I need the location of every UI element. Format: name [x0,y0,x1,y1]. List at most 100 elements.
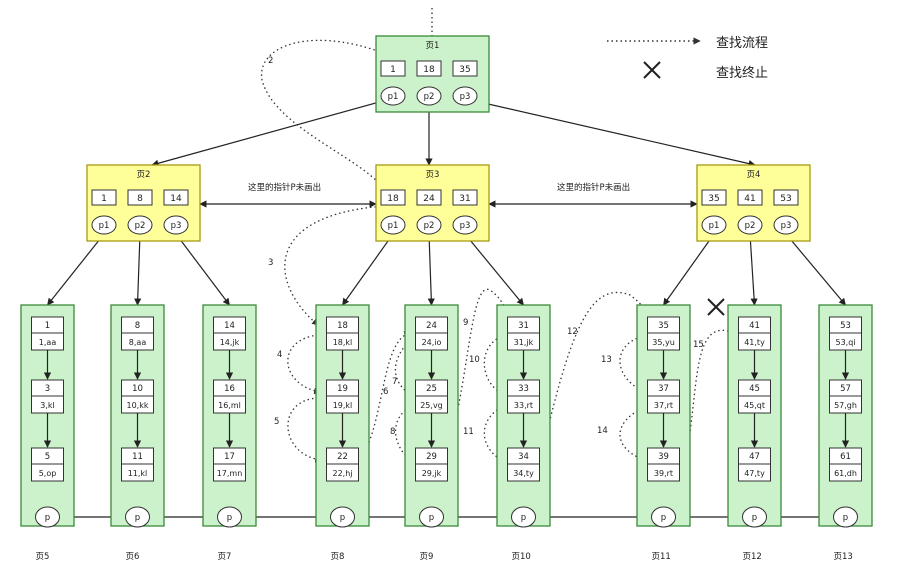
leaf-title: 页5 [36,552,50,562]
record-key: 34 [518,452,529,462]
key-label: 8 [137,194,143,204]
leaf-title: 页7 [218,552,232,562]
key-label: 41 [744,194,755,204]
key-cell [127,189,153,206]
key-label: 31 [459,194,470,204]
key-label: 18 [387,194,399,204]
node-title: 页3 [426,170,440,180]
step-number: 11 [463,427,474,437]
legend-stop-icon [643,61,661,79]
record-data: 47,ty [744,469,765,478]
pointer-label: p3 [460,221,471,231]
leaf-title: 页6 [126,552,140,562]
record-data: 35,yu [652,338,675,347]
search-stop-mark [707,298,725,316]
pointer-ellipse [416,86,442,106]
record-key: 29 [426,452,437,462]
record-key: 61 [840,452,851,462]
key-cell [416,60,442,77]
record-key: 35 [658,321,669,331]
key-label: 14 [170,194,182,204]
step-number: 7 [392,377,397,387]
pointer-label: p3 [460,92,471,102]
key-label: 1 [390,65,396,75]
record-data: 17,mn [217,469,243,478]
record-key: 24 [426,321,437,331]
record-data: 18,kl [333,338,353,347]
step-number: 3 [268,258,273,268]
step-number: 2 [268,56,273,66]
record-key: 25 [426,384,437,394]
record-key: 31 [518,321,529,331]
leaf-pointer [511,506,536,528]
tree-edge [151,100,384,167]
key-cell [380,189,406,206]
leaf-pointer [419,506,444,528]
record-key: 8 [135,321,140,331]
record-data: 25,vg [420,401,443,410]
pointer-ellipse [163,215,189,235]
key-cell [91,189,117,206]
search-step [261,39,421,196]
pointer-ellipse [452,215,478,235]
key-label: 35 [708,194,719,204]
leaf-pointer-label: p [843,513,848,523]
key-label: 24 [423,194,435,204]
legend-search-flow: 查找流程 [716,36,768,51]
record-data: 41,ty [744,338,765,347]
pointer-ellipse [773,215,799,235]
record-key: 39 [658,452,669,462]
record-data: 39,rt [654,469,673,478]
legend: 查找流程 查找终止 [607,36,768,81]
record-key: 22 [337,452,348,462]
record-data: 33,rt [514,401,533,410]
record-key: 1 [45,321,50,331]
leaf-pointer-label: p [340,513,345,523]
key-cell [163,189,189,206]
search-step [444,288,514,463]
pointer-label: p1 [709,221,720,231]
tree-edge [427,233,435,306]
key-label: 53 [780,194,791,204]
key-label: 18 [423,65,435,75]
leaf-pointer-label: p [661,513,666,523]
leaf-pointer [330,506,355,528]
pointer-ellipse [380,86,406,106]
key-cell [416,189,442,206]
record-data: 45,qt [744,401,765,410]
record-data: 34,ty [513,469,534,478]
record-data: 61,dh [834,469,857,478]
search-step [284,205,386,326]
pointer-label: p3 [171,221,182,231]
leaf-title: 页12 [743,552,762,562]
pointer-ellipse [127,215,153,235]
leaf-pointer [125,506,150,528]
leaf-pointer-label: p [429,513,434,523]
key-cell [380,60,406,77]
search-step [357,331,411,463]
leaf-pointer-label: p [752,513,757,523]
step-number: 6 [383,387,388,397]
tree-edge [663,233,715,306]
tree-edge [47,233,105,306]
record-data: 22,hj [332,469,352,478]
search-step [287,334,321,395]
key-cell [737,189,763,206]
leaf-pointer [742,506,767,528]
node-title: 页1 [426,41,440,51]
record-data: 5,op [39,469,57,478]
pointer-ellipse [452,86,478,106]
record-data: 29,jk [422,469,442,478]
node-title: 页4 [747,170,761,180]
step-number: 13 [601,355,612,365]
leaf-title: 页10 [512,552,531,562]
record-data: 3,kl [40,401,55,410]
